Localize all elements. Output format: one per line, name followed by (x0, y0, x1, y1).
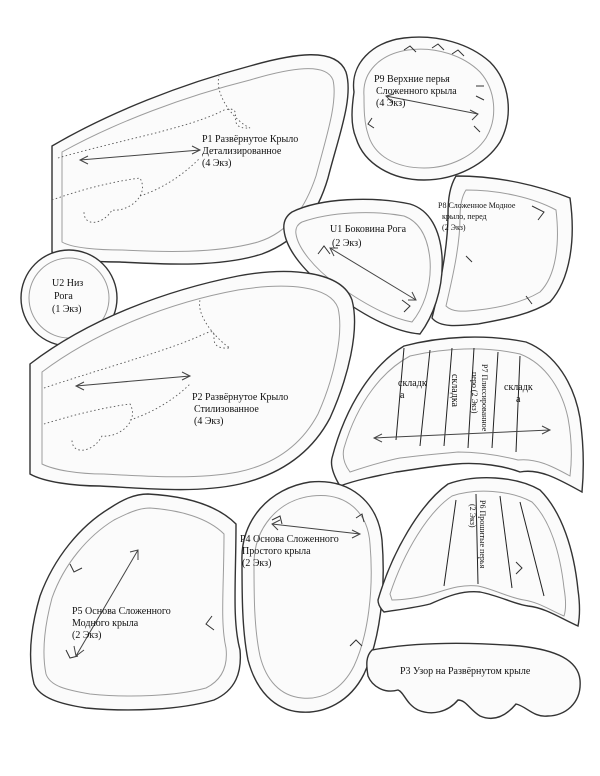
p6-outline (377, 477, 581, 627)
p1-title: P1 Развёрнутое Крыло (202, 134, 298, 145)
p8-count: (2 Экз) (442, 223, 466, 232)
p3-outline (366, 642, 581, 720)
piece-p9-top-feathers: P9 Верхние перья Сложенного крыла (4 Экз… (351, 36, 509, 181)
p4-count: (2 Экз) (242, 558, 271, 569)
p5-grain-arrow (73, 549, 139, 657)
p6-count: (2 Экз) (468, 504, 477, 528)
p7-fold-lines (395, 347, 521, 453)
p1-subtitle: Детализированное (202, 146, 282, 157)
p9-grain-arrow (385, 93, 479, 121)
p2-title: P2 Развёрнутое Крыло (192, 392, 288, 403)
p5-notch-marks (65, 563, 215, 659)
p5-subtitle: Модного крыла (72, 618, 139, 629)
p7-fold-label-left-cont: а (400, 390, 405, 401)
piece-p7-pleated-feather: складк а складка P7 Плиссированное перо … (330, 336, 585, 494)
p5-seam-line (43, 507, 227, 697)
u1-seam-line (295, 212, 431, 323)
p2-outline (29, 270, 356, 491)
piece-p5-folded-fancy-wing-base: P5 Основа Сложенного Модного крыла (2 Эк… (29, 493, 242, 711)
p7-subtitle: перо (2 Экз) (470, 372, 479, 414)
p2-subtitle: Стилизованное (194, 404, 259, 415)
piece-p3-unfolded-wing-pattern: P3 Узор на Развёрнутом крыле (366, 642, 581, 720)
u1-title: U1 Боковина Рога (330, 224, 407, 235)
u2-subtitle: Рога (54, 291, 73, 302)
piece-p6-stitched-feathers: P6 Прошитые перья (2 Экз) (377, 477, 581, 627)
p6-notch-marks (515, 561, 523, 575)
p1-seam-line (61, 68, 335, 252)
p8-seam-line (445, 189, 558, 312)
p7-title: P7 Плиссированное (480, 364, 489, 432)
p7-fold-label-right-cont: а (516, 394, 521, 405)
p2-feather-detail-line (43, 299, 232, 451)
piece-u2-horn-bottom: U2 Низ Рога (1 Экз) (20, 249, 118, 347)
u1-count: (2 Экз) (332, 238, 361, 249)
p5-count: (2 Экз) (72, 630, 101, 641)
p7-seam-line (342, 348, 572, 477)
u2-title: U2 Низ (52, 278, 83, 289)
p5-outline (29, 493, 242, 711)
p7-fold-label-middle: складка (449, 374, 460, 408)
p4-seam-line (253, 495, 372, 699)
p6-seam-line (389, 490, 566, 617)
piece-p8-folded-fancy-wing-front: P8 Сложенное Модное крыло, перед (2 Экз) (431, 175, 573, 327)
p1-feather-detail-line (51, 75, 251, 223)
p1-grain-arrow (78, 145, 202, 165)
piece-u1-horn-side: U1 Боковина Рога (2 Экз) (283, 198, 443, 335)
p9-title: P9 Верхние перья (374, 74, 450, 85)
p9-subtitle: Сложенного крыла (376, 86, 457, 97)
p8-notch-marks (465, 205, 545, 305)
p4-grain-arrow (271, 519, 362, 539)
p4-notch-marks (271, 513, 365, 647)
piece-p2-unfolded-wing-stylized: P2 Развёрнутое Крыло Стилизованное (4 Эк… (29, 270, 356, 491)
p4-title: P4 Основа Сложенного (240, 534, 339, 545)
u2-count: (1 Экз) (52, 304, 81, 315)
p7-outline (330, 336, 585, 494)
p5-title: P5 Основа Сложенного (72, 606, 171, 617)
p3-title: P3 Узор на Развёрнутом крыле (400, 666, 531, 677)
u1-notch-marks (317, 245, 411, 313)
p7-fold-label-left: складк (398, 378, 427, 389)
p2-count: (4 Экз) (194, 416, 223, 427)
p1-outline (51, 54, 349, 265)
p8-title: P8 Сложенное Модное (438, 201, 516, 210)
piece-p4-folded-simple-wing-base: P4 Основа Сложенного Простого крыла (2 Э… (240, 480, 384, 713)
p9-count: (4 Экз) (376, 98, 405, 109)
p7-fold-label-right: складк (504, 382, 533, 393)
p9-seam-line (363, 48, 495, 169)
p6-stitch-lines (443, 493, 545, 597)
p8-subtitle: крыло, перед (442, 212, 487, 221)
p6-title: P6 Прошитые перья (478, 500, 487, 569)
p9-outline (351, 36, 509, 181)
p9-notch-marks (367, 43, 485, 133)
u1-grain-arrow (329, 247, 417, 301)
p7-grain-arrow (372, 425, 552, 443)
p2-grain-arrow (74, 371, 192, 391)
p4-subtitle: Простого крыла (242, 546, 311, 557)
p8-outline (431, 175, 573, 327)
p1-count: (4 Экз) (202, 158, 231, 169)
p2-seam-line (41, 285, 341, 478)
piece-p1-unfolded-wing-detailed: P1 Развёрнутое Крыло Детализированное (4… (51, 54, 349, 265)
